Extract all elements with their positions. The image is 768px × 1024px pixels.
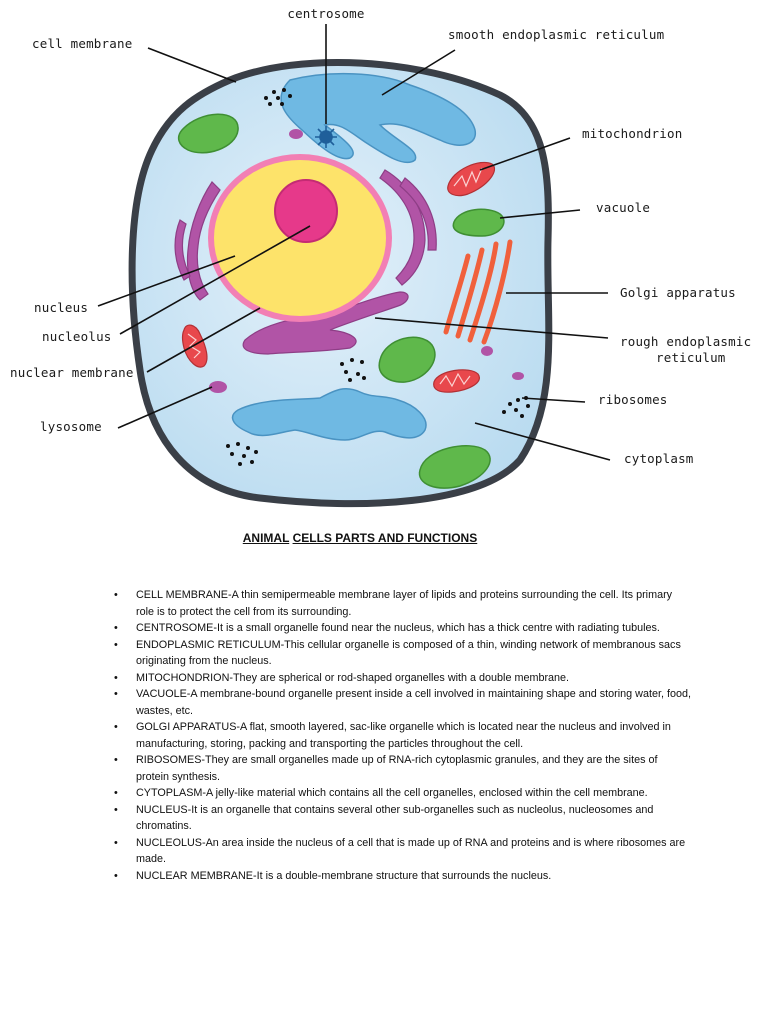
animal-cell-diagram: centrosome cell membrane smooth endoplas… (10, 6, 751, 508)
mitochondrion-2 (181, 324, 208, 368)
label-nucleolus: nucleolus (42, 329, 112, 344)
lysosome-1 (289, 129, 303, 139)
list-item: NUCLEAR MEMBRANE-It is a double-membrane… (112, 868, 692, 885)
nucleolus (274, 179, 338, 243)
label-golgi: Golgi apparatus (620, 285, 736, 300)
vacuole-2 (452, 208, 505, 237)
label-smooth-er: smooth endoplasmic reticulum (448, 27, 664, 42)
list-item: NUCLEOLUS-An area inside the nucleus of … (112, 835, 692, 868)
document-title: ANIMAL CELLS PARTS AND FUNCTIONS (0, 531, 720, 545)
label-mitochondrion: mitochondrion (582, 126, 682, 141)
label-ribosomes: ribosomes (598, 392, 668, 407)
list-item: CELL MEMBRANE-A thin semipermeable membr… (112, 587, 692, 620)
list-item: ENDOPLASMIC RETICULUM-This cellular orga… (112, 637, 692, 670)
list-item: CENTROSOME-It is a small organelle found… (112, 620, 692, 637)
label-cytoplasm: cytoplasm (624, 451, 694, 466)
list-item: GOLGI APPARATUS-A flat, smooth layered, … (112, 719, 692, 752)
lysosome-2 (209, 381, 227, 393)
list-item: RIBOSOMES-They are small organelles made… (112, 752, 692, 785)
leader-lines (97, 24, 611, 461)
vacuole-3 (378, 336, 436, 383)
label-rough-er-2: reticulum (656, 350, 726, 365)
title-part-animal: ANIMAL (242, 531, 290, 545)
ribosomes (226, 88, 530, 466)
mitochondrion-3 (433, 369, 480, 393)
list-item: CYTOPLASM-A jelly-like material which co… (112, 785, 692, 802)
mitochondrion-1 (447, 161, 496, 197)
functions-list: CELL MEMBRANE-A thin semipermeable membr… (112, 587, 692, 884)
lysosome-3 (481, 346, 493, 356)
smooth-er-bottom (231, 387, 427, 441)
golgi-apparatus (443, 239, 513, 345)
label-rough-er-1: rough endoplasmic (620, 334, 751, 349)
label-vacuole: vacuole (596, 200, 650, 215)
label-nucleus: nucleus (34, 300, 88, 315)
vacuole-1 (177, 113, 239, 154)
vacuole-4 (418, 445, 491, 489)
lysosome-4 (512, 372, 524, 380)
list-item: MITOCHONDRION-They are spherical or rod-… (112, 670, 692, 687)
label-centrosome: centrosome (287, 6, 364, 21)
centrosome (315, 126, 337, 148)
list-item: NUCLEUS-It is an organelle that contains… (112, 802, 692, 835)
label-lysosome: lysosome (40, 419, 102, 434)
title-part-rest: CELLS PARTS AND FUNCTIONS (292, 531, 478, 545)
label-cell-membrane: cell membrane (32, 36, 132, 51)
list-item: VACUOLE-A membrane-bound organelle prese… (112, 686, 692, 719)
label-nuclear-membrane: nuclear membrane (10, 365, 134, 380)
